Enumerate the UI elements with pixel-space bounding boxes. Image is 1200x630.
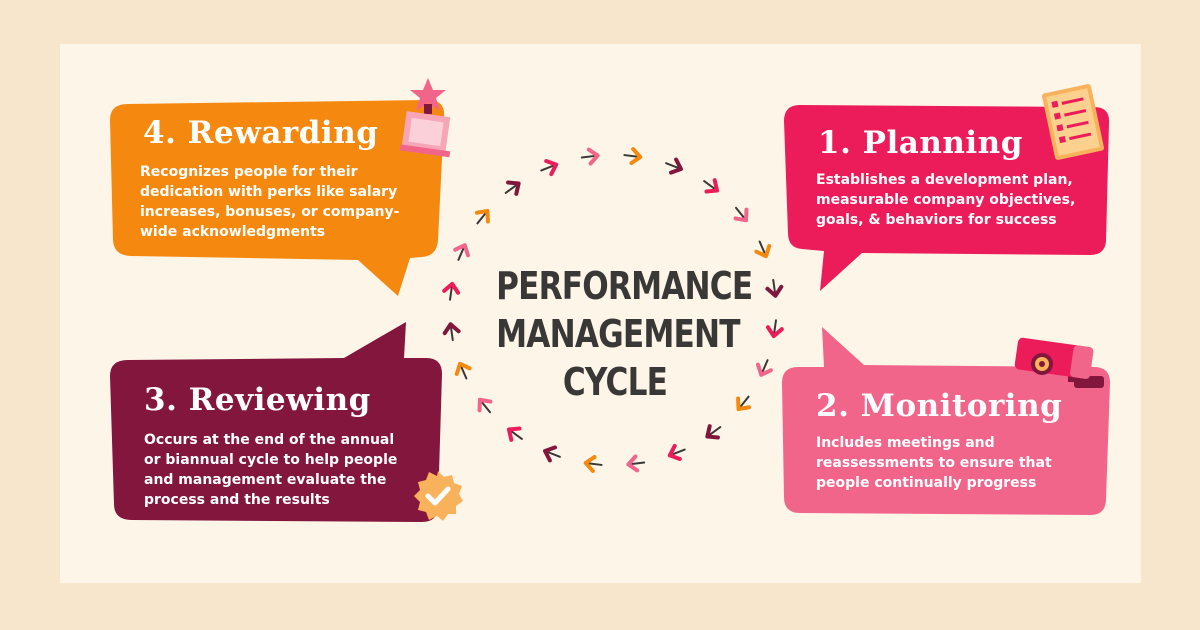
- cycle-arrow: [506, 426, 523, 442]
- cycle-arrow: [703, 178, 720, 194]
- cycle-arrow: [626, 454, 646, 473]
- cycle-arrow: [504, 180, 521, 196]
- trophy-icon: [399, 78, 451, 158]
- monitoring-bubble-shape: [782, 327, 1110, 515]
- planning-heading: 1. Planning: [818, 125, 1023, 161]
- reviewing-heading: 3. Reviewing: [144, 382, 371, 418]
- rewarding-line-3: increases, bonuses, or company-: [140, 204, 400, 220]
- reviewing-bubble: 3. Reviewing Occurs at the end of the an…: [108, 320, 448, 526]
- cycle-arrow: [583, 455, 603, 473]
- rewarding-description: Recognizes people for their dedication w…: [140, 162, 440, 242]
- monitoring-heading: 2. Monitoring: [816, 388, 1063, 424]
- cycle-title: PERFORMANCE MANAGEMENT CYCLE: [496, 262, 753, 406]
- planning-line-1: Establishes a development plan,: [816, 172, 1073, 188]
- checklist-icon: [1042, 84, 1104, 160]
- cycle-arrow: [540, 159, 559, 177]
- cycle-arrow: [543, 445, 561, 463]
- planning-bubble-shape: [784, 105, 1110, 291]
- cycle-arrow: [667, 443, 686, 461]
- reviewing-line-3: and management evaluate the: [144, 472, 387, 488]
- planning-bubble: 1. Planning Establishes a development pl…: [784, 103, 1114, 295]
- rewarding-line-2: dedication with perks like salary: [140, 184, 398, 200]
- cycle-arrow: [754, 240, 772, 259]
- monitoring-bubble: 2. Monitoring Includes meetings and reas…: [782, 325, 1112, 519]
- cycle-arrow: [453, 243, 471, 261]
- cycle-arrow: [580, 147, 600, 166]
- cycle-arrow: [623, 147, 643, 165]
- reviewing-description: Occurs at the end of the annual or biann…: [144, 430, 440, 510]
- cycle-arrow: [442, 281, 461, 301]
- title-line-3: CYCLE: [562, 360, 668, 404]
- security-camera-icon: [1014, 337, 1104, 388]
- cycle-arrow: [442, 322, 461, 342]
- rewarding-heading: 4. Rewarding: [143, 115, 379, 151]
- cycle-arrow: [474, 208, 490, 225]
- cycle-arrow: [705, 424, 722, 440]
- title-line-1: PERFORMANCE: [496, 264, 753, 308]
- cycle-arrow: [733, 206, 749, 223]
- monitoring-description: Includes meetings and reassessments to e…: [816, 433, 1106, 493]
- cycle-arrow: [665, 157, 683, 175]
- reviewing-line-4: process and the results: [144, 492, 330, 508]
- rewarding-bubble: 4. Rewarding Recognizes people for their…: [110, 100, 450, 300]
- rewarding-bubble-shape: [110, 100, 445, 296]
- title-line-2: MANAGEMENT: [496, 312, 740, 356]
- cycle-arrow: [765, 319, 784, 339]
- monitoring-line-2: reassessments to ensure that: [816, 455, 1052, 471]
- reviewing-line-1: Occurs at the end of the annual: [144, 432, 395, 448]
- planning-description: Establishes a development plan, measurab…: [816, 170, 1106, 230]
- reviewing-line-2: or biannual cycle to help people: [144, 452, 398, 468]
- cycle-arrow: [477, 397, 493, 414]
- cycle-arrow: [736, 395, 752, 412]
- cycle-arrow: [765, 278, 784, 298]
- monitoring-line-3: people continually progress: [816, 475, 1037, 491]
- rewarding-line-4: wide acknowledgments: [140, 224, 326, 240]
- cycle-arrow: [454, 361, 472, 380]
- reviewing-bubble-shape: [110, 322, 442, 522]
- monitoring-line-1: Includes meetings and: [816, 435, 995, 451]
- planning-line-3: goals, & behaviors for success: [816, 212, 1057, 228]
- cycle-arrow: [755, 359, 773, 377]
- planning-line-2: measurable company objectives,: [816, 192, 1076, 208]
- rewarding-line-1: Recognizes people for their: [140, 164, 358, 180]
- checkmark-badge-icon: [414, 471, 463, 521]
